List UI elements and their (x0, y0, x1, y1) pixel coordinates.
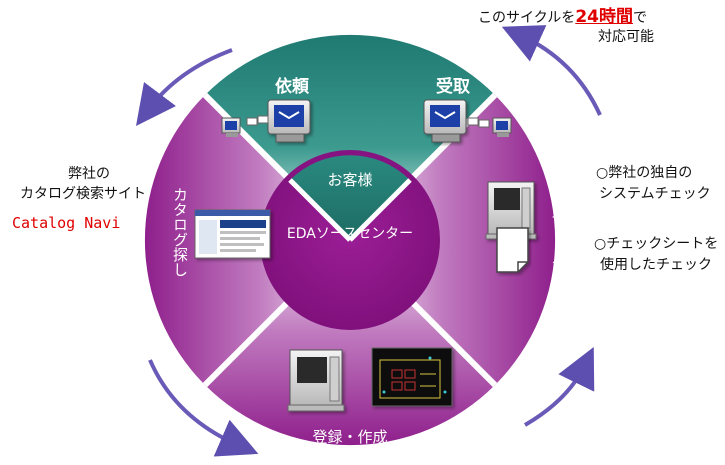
cycle-caption-prefix: このサイクルを (478, 10, 576, 26)
cycle-arrow-top-right (501, 25, 602, 116)
left-note-line2: カタログ検索サイト (20, 186, 146, 202)
workstation-icon (287, 349, 345, 412)
label-catalog-search: カタログ探し (171, 187, 189, 277)
label-customer: お客様 (327, 171, 372, 189)
envelope-icon (467, 117, 490, 128)
catalog-website-thumbnail (194, 209, 271, 259)
small-computer-icon (492, 117, 512, 137)
right-note-item2-line1: ○チェックシートを (594, 236, 719, 252)
left-note-line1: 弊社の (68, 166, 110, 182)
catalog-navi-name: Catalog Navi (12, 214, 121, 232)
monitor-icon (423, 99, 467, 143)
right-note-item2-line2: 使用したチェック (600, 257, 712, 273)
envelope-icon (246, 115, 269, 126)
monitor-icon (267, 99, 311, 143)
label-receive: 受取 (436, 76, 470, 97)
sector-right (350, 95, 556, 385)
hub-customer-area (290, 155, 410, 240)
sector-top (205, 34, 495, 241)
cycle-arrow-bottom-right (523, 347, 595, 427)
label-register: 登録・作成 (312, 428, 387, 446)
cycle-caption-line2: 対応可能 (598, 29, 654, 45)
right-note-item1-line2: システムチェック (599, 186, 711, 202)
document-icon (496, 227, 529, 273)
cycle-caption-highlight: 24時間 (575, 7, 633, 27)
label-request: 依頼 (275, 76, 310, 97)
cycle-caption: このサイクルを24時間で (478, 2, 647, 27)
label-check: チェック (549, 210, 567, 270)
cycle-caption-suffix: で (632, 10, 647, 26)
schematic-image (371, 347, 453, 407)
right-note-item1-line1: ○弊社の独自の (596, 165, 693, 181)
cycle-arrow-top-left (135, 48, 233, 126)
small-computer-icon (221, 117, 241, 137)
cycle-arrow-bottom-left (148, 359, 259, 457)
label-center: EDAソースセンター (287, 226, 413, 242)
